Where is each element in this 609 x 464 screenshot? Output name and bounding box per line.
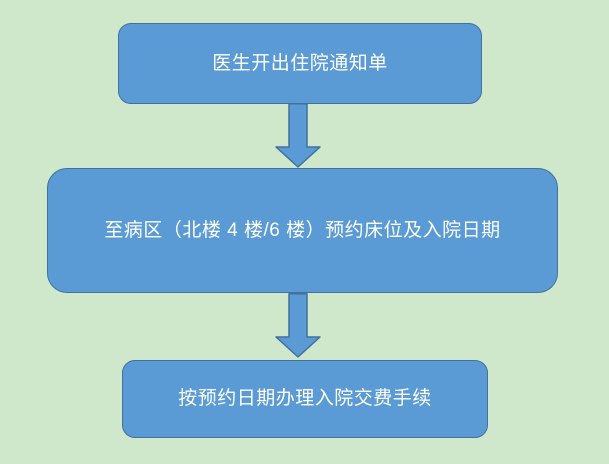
arrow-down-icon: [275, 293, 321, 358]
arrow-down-icon: [275, 103, 321, 168]
flow-node-step2: 至病区（北楼 4 楼/6 楼）预约床位及入院日期: [47, 168, 558, 293]
arrow-down-connector-1: [275, 103, 321, 168]
flow-node-step2-label: 至病区（北楼 4 楼/6 楼）预约床位及入院日期: [104, 219, 501, 241]
flow-node-step1: 医生开出住院通知单: [118, 23, 482, 104]
flow-node-step1-label: 医生开出住院通知单: [212, 52, 388, 74]
arrow-down-connector-2: [275, 293, 321, 358]
flow-node-step3: 按预约日期办理入院交费手续: [122, 360, 488, 438]
flow-node-step3-label: 按预约日期办理入院交费手续: [178, 388, 432, 410]
